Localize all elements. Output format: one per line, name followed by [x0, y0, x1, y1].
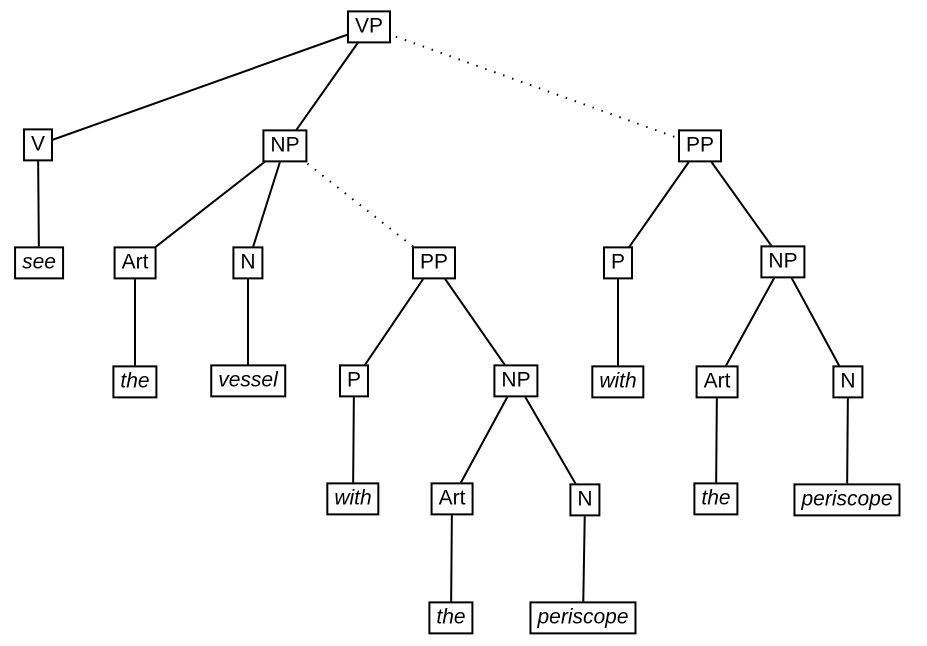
tree-node-periscope2: periscope [793, 483, 901, 517]
tree-node-art3: Art [695, 365, 739, 399]
tree-edge-n3-periscope2 [846, 381, 849, 501]
tree-node-art1: Art [113, 246, 157, 280]
tree-node-the3: the [693, 482, 739, 516]
tree-node-with2: with [591, 365, 645, 399]
tree-edge-pp1-p1 [353, 262, 435, 382]
tree-node-the2: the [428, 601, 474, 635]
tree-edge-vp-pp2-dotted [368, 26, 701, 147]
tree-node-periscope1: periscope [529, 601, 637, 635]
tree-node-np3: NP [760, 245, 806, 279]
tree-edge-n2-periscope1 [582, 499, 586, 619]
tree-node-with1: with [326, 482, 380, 516]
tree-node-pp1: PP [411, 246, 457, 280]
tree-edge-pp2-p2 [617, 145, 701, 264]
tree-edge-vp-v [37, 26, 370, 146]
tree-edge-art3-the3 [715, 381, 718, 500]
tree-edge-pp1-np2 [433, 262, 517, 382]
tree-node-vessel: vessel [210, 364, 286, 398]
tree-node-np1: NP [262, 129, 308, 163]
tree-node-see: see [14, 246, 64, 280]
tree-node-v: V [22, 128, 54, 162]
tree-edge-np1-art1 [134, 145, 286, 264]
tree-node-pp2: PP [677, 129, 723, 163]
tree-node-vp: VP [346, 10, 392, 44]
tree-node-p1: P [338, 364, 370, 398]
tree-edge-np3-art3 [716, 261, 784, 383]
tree-edge-art2-the2 [450, 498, 453, 619]
tree-node-n1: N [232, 246, 264, 280]
tree-edge-vp-np1 [284, 26, 370, 147]
tree-node-n2: N [569, 483, 601, 517]
tree-edge-np2-n2 [515, 380, 586, 501]
tree-edge-np1-n1 [247, 145, 286, 264]
tree-node-art2: Art [430, 482, 474, 516]
tree-edge-pp2-np3 [699, 145, 784, 263]
tree-node-np2: NP [493, 364, 539, 398]
tree-edge-v-see [37, 144, 40, 264]
tree-edge-np3-n3 [782, 261, 849, 383]
tree-node-the1: the [112, 365, 158, 399]
tree-node-p2: P [602, 246, 634, 280]
tree-node-n3: N [832, 365, 864, 399]
tree-edge-p1-with1 [352, 380, 355, 500]
tree-edge-np2-art2 [451, 380, 517, 500]
